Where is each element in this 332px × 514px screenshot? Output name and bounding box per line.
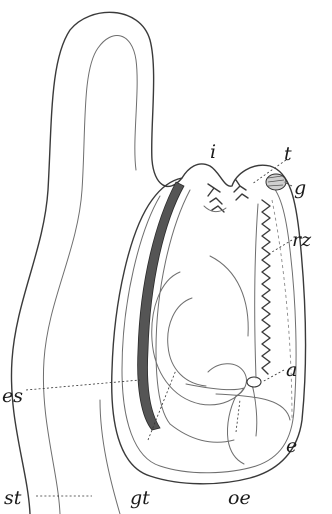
label-t: t bbox=[284, 143, 292, 165]
label-g: g bbox=[294, 177, 306, 199]
label-oe: oe bbox=[228, 487, 251, 509]
leader-lines bbox=[26, 160, 292, 496]
label-i: i bbox=[210, 141, 216, 163]
label-e: e bbox=[286, 435, 297, 457]
gut-tube bbox=[152, 256, 248, 405]
label-gt: gt bbox=[130, 487, 150, 509]
label-rz: rz bbox=[292, 229, 312, 251]
gonad bbox=[266, 174, 286, 190]
ciliated-row bbox=[255, 200, 270, 378]
label-a: a bbox=[286, 359, 297, 381]
anus-opening bbox=[247, 377, 261, 387]
label-st: st bbox=[4, 487, 22, 509]
label-es: es bbox=[2, 385, 23, 407]
stomach-wall bbox=[138, 182, 190, 430]
